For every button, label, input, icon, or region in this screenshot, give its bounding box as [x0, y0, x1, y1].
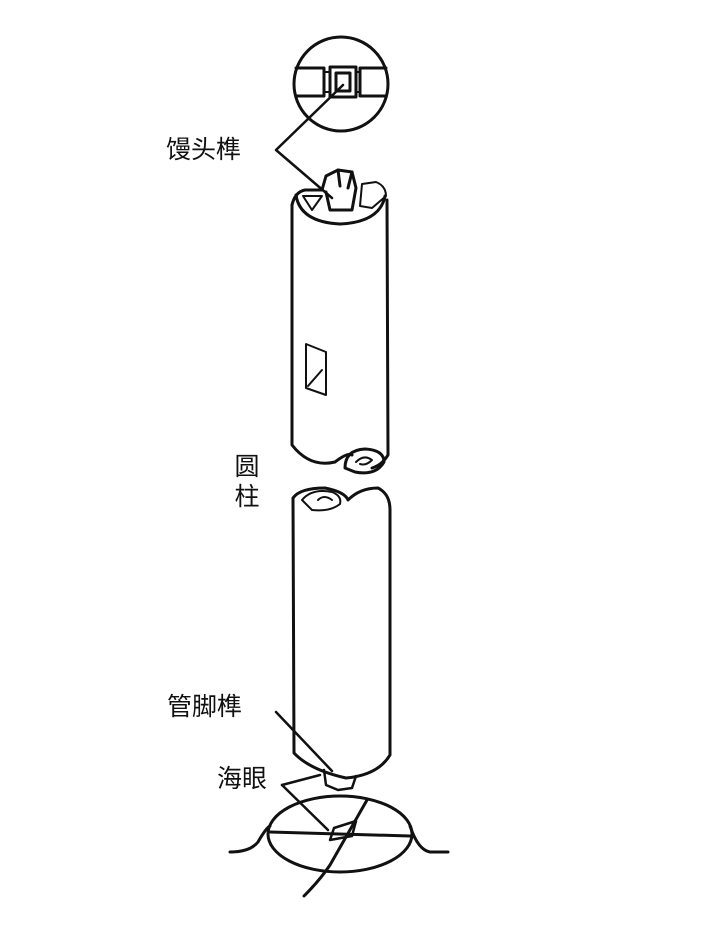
- detail-circle: [292, 35, 390, 133]
- top-tenon-leader: [274, 83, 345, 200]
- label-column-line2: 柱: [234, 482, 260, 511]
- label-socket: 海眼: [217, 764, 268, 793]
- base-stone: [228, 794, 450, 898]
- label-foot-tenon: 管脚榫: [167, 692, 243, 721]
- label-column: 圆 柱: [232, 452, 262, 512]
- bottom-leaders: [274, 710, 334, 832]
- label-top-tenon: 馒头榫: [166, 135, 242, 164]
- label-column-line1: 圆: [234, 452, 260, 481]
- lower-column: [291, 486, 392, 792]
- upper-column: [290, 168, 390, 475]
